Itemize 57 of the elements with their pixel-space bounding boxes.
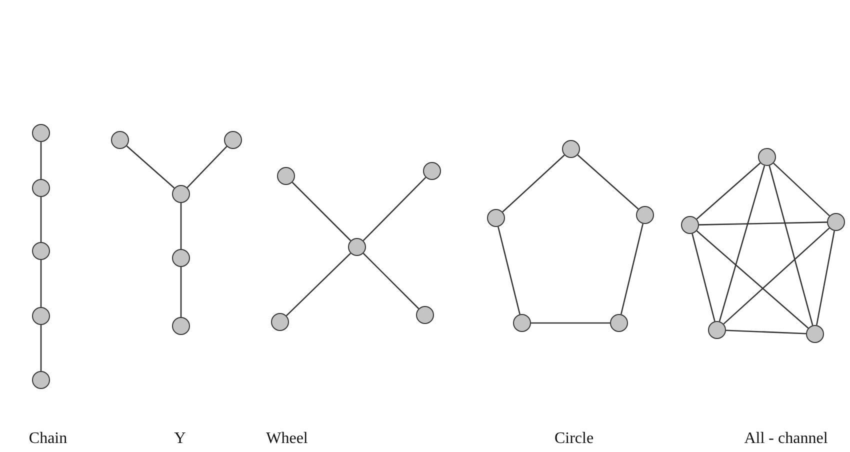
network-node-circle [636,206,654,224]
connector-line [362,176,426,242]
network-node-circle [224,131,242,149]
connector-line [180,267,182,317]
network-node-circle [277,167,295,185]
connector-line [696,162,761,220]
network-node-circle [708,321,726,339]
network-node-circle [111,131,129,149]
connector-line [577,154,639,210]
network-node-circle [806,325,824,343]
connector-line [362,252,420,310]
network-node-circle [172,317,190,335]
network-type-label: Circle [554,430,594,448]
connector-line [498,226,520,314]
network-node-circle [348,238,366,256]
connector-line [126,145,175,189]
network-node-circle [562,140,580,158]
network-node-circle [758,148,776,166]
network-node-circle [32,124,50,142]
network-type-label: Chain [28,430,68,448]
connector-line [816,230,835,326]
network-node-circle [271,313,289,331]
network-type-label: Y [174,430,186,448]
connector-line [768,166,814,326]
network-node-circle [487,209,505,227]
connector-line [620,224,644,314]
connector-line [40,197,42,242]
network-node-circle [423,162,441,180]
network-node-circle [32,307,50,325]
network-node-circle [513,314,531,332]
connector-line [40,142,42,179]
connector-line [502,154,565,212]
connector-line [40,260,42,307]
network-node-circle [32,242,50,260]
connector-line [723,228,830,324]
connector-line [40,325,42,371]
connector-line [726,330,806,334]
connector-line [180,203,182,249]
network-node-circle [172,249,190,267]
connector-line [286,252,351,316]
connector-line [698,222,828,226]
connector-line [692,234,716,322]
connector-line [718,165,766,322]
network-node-circle [681,216,699,234]
network-node-circle [32,179,50,197]
network-node-circle [610,314,628,332]
connector-line [186,146,228,188]
network-type-label: All - channel [744,430,828,448]
network-node-circle [32,371,50,389]
network-node-circle [416,306,434,324]
connector-line [292,182,352,242]
network-node-circle [172,185,190,203]
network-type-label: Wheel [266,430,308,448]
network-node-circle [827,213,845,231]
connector-line [696,230,809,329]
connector-line [773,162,830,216]
connector-line [531,322,610,324]
